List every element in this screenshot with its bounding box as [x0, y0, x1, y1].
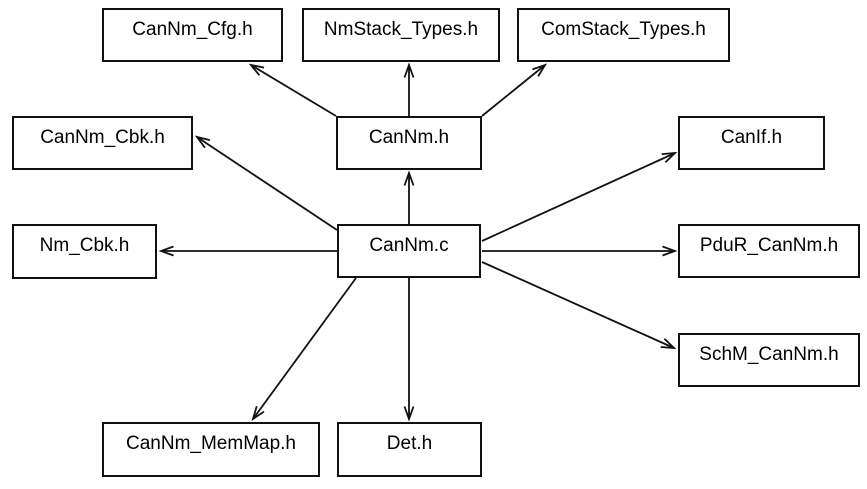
edge-cannm-c-to-schm-cannm-h: [481, 261, 674, 348]
node-schm-cannm-h[interactable]: SchM_CanNm.h: [678, 333, 860, 387]
node-cannm-h[interactable]: CanNm.h: [336, 116, 482, 170]
node-canif-h[interactable]: CanIf.h: [678, 116, 825, 170]
node-det-h[interactable]: Det.h: [337, 422, 482, 477]
node-comstack-types-h[interactable]: ComStack_Types.h: [517, 8, 730, 62]
node-cannm-c[interactable]: CanNm.c: [337, 224, 481, 278]
edge-cannm-c-to-canif-h: [481, 153, 675, 242]
edge-cannm-h-to-cannm-cfg-h: [251, 65, 337, 117]
node-pdur-cannm-h[interactable]: PduR_CanNm.h: [678, 224, 860, 278]
edge-cannm-c-to-cannm-memmap-h: [253, 277, 357, 419]
node-cannm-cbk-h[interactable]: CanNm_Cbk.h: [12, 116, 193, 170]
node-cannm-cfg-h[interactable]: CanNm_Cfg.h: [102, 8, 283, 62]
edge-cannm-c-to-cannm-cbk-h: [197, 137, 338, 231]
node-nmstack-types-h[interactable]: NmStack_Types.h: [302, 8, 500, 62]
edge-cannm-h-to-comstack-types-h: [481, 65, 545, 117]
node-cannm-memmap-h[interactable]: CanNm_MemMap.h: [102, 422, 320, 477]
node-nm-cbk-h[interactable]: Nm_Cbk.h: [12, 224, 157, 279]
